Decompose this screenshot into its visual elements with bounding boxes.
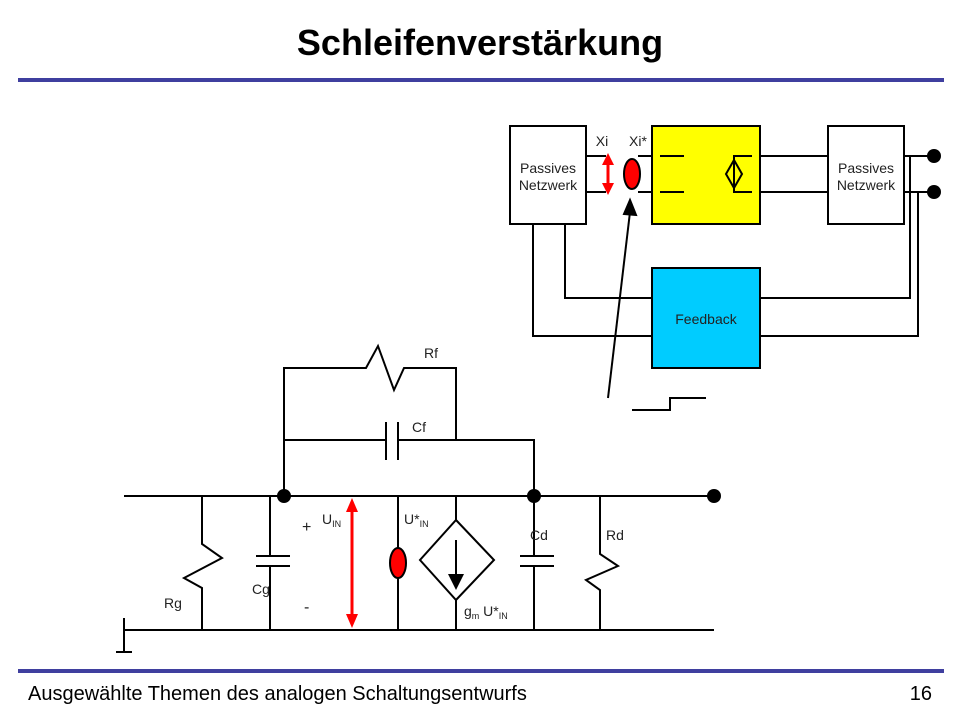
uin-double-arrow xyxy=(346,498,358,628)
input-network-label-1: Passives xyxy=(520,160,576,176)
page-number: 16 xyxy=(909,683,932,705)
xi-label: Xi xyxy=(596,133,608,149)
small-signal-circuit xyxy=(116,343,714,653)
rg-label: Rg xyxy=(164,595,182,611)
feedback-label: Feedback xyxy=(675,311,737,327)
title-rule xyxy=(18,78,944,82)
cg-label: Cg xyxy=(252,581,270,597)
xi-double-arrow xyxy=(602,153,614,195)
loop-break-marker xyxy=(623,158,641,190)
node-drain xyxy=(527,489,541,503)
uin-star-label: U*IN xyxy=(404,511,429,529)
minus-sign: - xyxy=(304,599,309,616)
output-network-label-1: Passives xyxy=(838,160,894,176)
slide-title: Schleifenverstärkung xyxy=(296,22,664,63)
input-network-label-2: Netzwerk xyxy=(519,177,578,193)
circuit-break-marker xyxy=(389,547,407,579)
output-terminal-bottom xyxy=(927,185,941,199)
node-output xyxy=(707,489,721,503)
block-diagram xyxy=(509,125,932,411)
rd-label: Rd xyxy=(606,527,624,543)
footer-course-title: Ausgewählte Themen des analogen Schaltun… xyxy=(28,683,527,705)
cd-label: Cd xyxy=(530,527,548,543)
xi-star-label: Xi* xyxy=(629,133,647,149)
amplifier-box xyxy=(651,125,761,225)
cf-label: Cf xyxy=(412,419,426,435)
current-source-arrow xyxy=(448,574,464,590)
input-network-box xyxy=(509,125,587,225)
feedback-box xyxy=(651,267,761,369)
output-network-label-2: Netzwerk xyxy=(837,177,896,193)
uin-label: UIN xyxy=(322,511,341,529)
node-gate xyxy=(277,489,291,503)
plus-sign: + xyxy=(302,519,311,536)
output-terminal-top xyxy=(927,149,941,163)
footer-rule xyxy=(18,669,944,673)
gm-label: gm U*IN xyxy=(464,603,508,621)
output-network-box xyxy=(827,125,905,225)
rf-label: Rf xyxy=(424,345,438,361)
